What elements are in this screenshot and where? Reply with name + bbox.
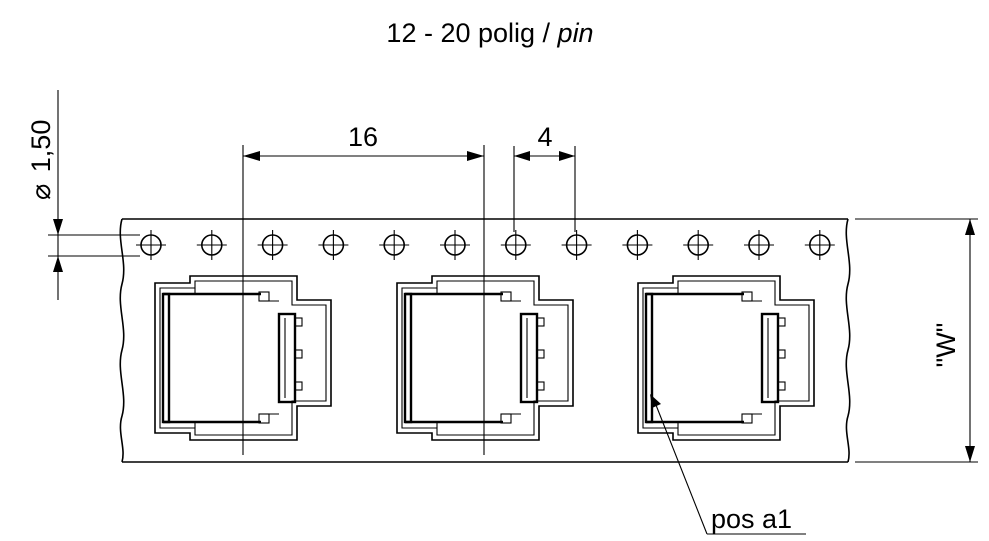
dimension-pocket-pitch-label: 16 — [348, 122, 378, 152]
dimension-tape-width-label: "W" — [931, 323, 961, 368]
pocket — [396, 275, 574, 441]
sprocket-hole — [136, 230, 166, 260]
pocket — [154, 275, 332, 441]
dimension-hole-pitch-label: 4 — [537, 122, 552, 152]
sprocket-hole — [318, 230, 349, 260]
sprocket-hole — [561, 230, 592, 260]
title: 12 - 20 polig / pin — [386, 18, 593, 48]
dimension-pocket-pitch: 16 — [243, 122, 484, 161]
tape-break-right — [845, 218, 851, 463]
callout-pos-a1-label: pos a1 — [711, 504, 792, 534]
sprocket-hole — [622, 230, 653, 260]
dimension-hole-diameter: ⌀ 1,50 — [26, 90, 140, 300]
sprocket-hole — [257, 230, 288, 260]
dimension-tape-width: "W" — [855, 218, 978, 463]
sprocket-hole — [804, 230, 835, 260]
tape-break-left — [119, 218, 125, 463]
callout-pos-a1: pos a1 — [650, 394, 806, 535]
sprocket-hole — [744, 230, 774, 260]
sprocket-hole — [500, 230, 531, 260]
sprocket-hole — [196, 230, 227, 260]
sprocket-holes — [136, 230, 835, 260]
title-main: 12 - 20 polig / — [386, 18, 550, 48]
carrier-tape — [119, 218, 851, 463]
diameter-symbol: ⌀ — [26, 184, 56, 200]
title-italic: pin — [557, 18, 594, 48]
dimension-hole-diameter-label: ⌀ 1,50 — [26, 120, 56, 200]
sprocket-hole — [379, 230, 410, 260]
pocket — [637, 275, 815, 441]
sprocket-hole — [683, 230, 714, 260]
dimension-hole-pitch: 4 — [513, 122, 576, 232]
diameter-value: 1,50 — [26, 120, 56, 173]
sprocket-hole — [440, 230, 470, 260]
